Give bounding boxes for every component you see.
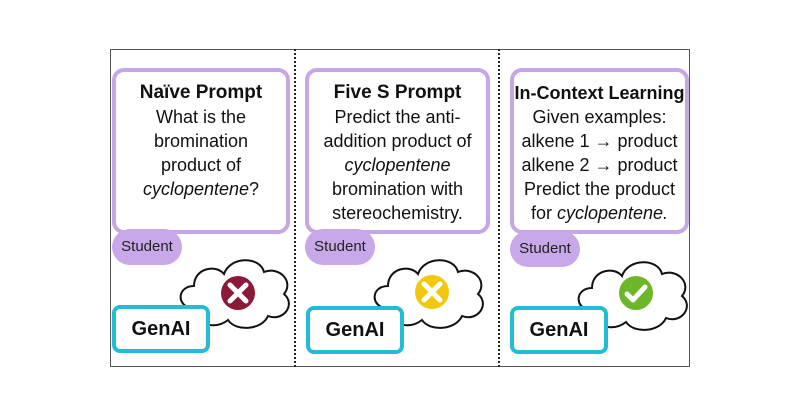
student-label: Student: [112, 229, 182, 265]
card-title: In-Context Learning: [514, 83, 685, 103]
card-line: alkene 2 → product: [521, 155, 678, 175]
diagram-frame: [110, 49, 690, 367]
card-line: cyclopentene?: [116, 177, 286, 201]
card-body: What is the bromination product of cyclo…: [116, 105, 286, 201]
card-line: bromination: [153, 131, 249, 151]
card-line: Predict the anti-: [334, 107, 461, 127]
italic-term: cyclopentene.: [556, 203, 669, 223]
prompt-card-naive: Naïve Prompt What is the bromination pro…: [112, 68, 290, 234]
italic-term: cyclopentene: [142, 179, 250, 199]
card-body: Given examples: alkene 1 → product alken…: [514, 105, 685, 225]
genai-label: GenAI: [510, 306, 608, 354]
card-line: Given examples:: [532, 107, 667, 127]
check-mark-icon: [619, 276, 653, 310]
card-line: alkene 1 → product: [521, 131, 678, 151]
panel-divider: [294, 49, 296, 367]
card-line: bromination with: [331, 179, 464, 199]
card-line: What is the: [155, 107, 247, 127]
panel-divider: [498, 49, 500, 367]
genai-label: GenAI: [306, 306, 404, 354]
card-line: Predict the product: [523, 179, 676, 199]
prompt-card-in-context: In-Context Learning Given examples: alke…: [510, 68, 689, 234]
card-title: Naïve Prompt: [139, 82, 263, 103]
card-line: cyclopentene: [309, 153, 486, 177]
genai-label: GenAI: [112, 305, 210, 353]
suffix: ?: [249, 179, 260, 199]
card-line: product of: [160, 155, 242, 175]
card-line: stereochemistry.: [332, 203, 463, 223]
prefix: for: [530, 203, 557, 223]
card-line: for cyclopentene.: [514, 201, 685, 225]
student-label: Student: [510, 231, 580, 267]
italic-term: cyclopentene: [344, 155, 451, 175]
student-label: Student: [305, 229, 375, 265]
prompt-card-five-s: Five S Prompt Predict the anti- addition…: [305, 68, 490, 234]
card-body: Predict the anti- addition product of cy…: [309, 105, 486, 225]
card-line: addition product of: [323, 131, 472, 151]
card-title: Five S Prompt: [333, 82, 462, 103]
